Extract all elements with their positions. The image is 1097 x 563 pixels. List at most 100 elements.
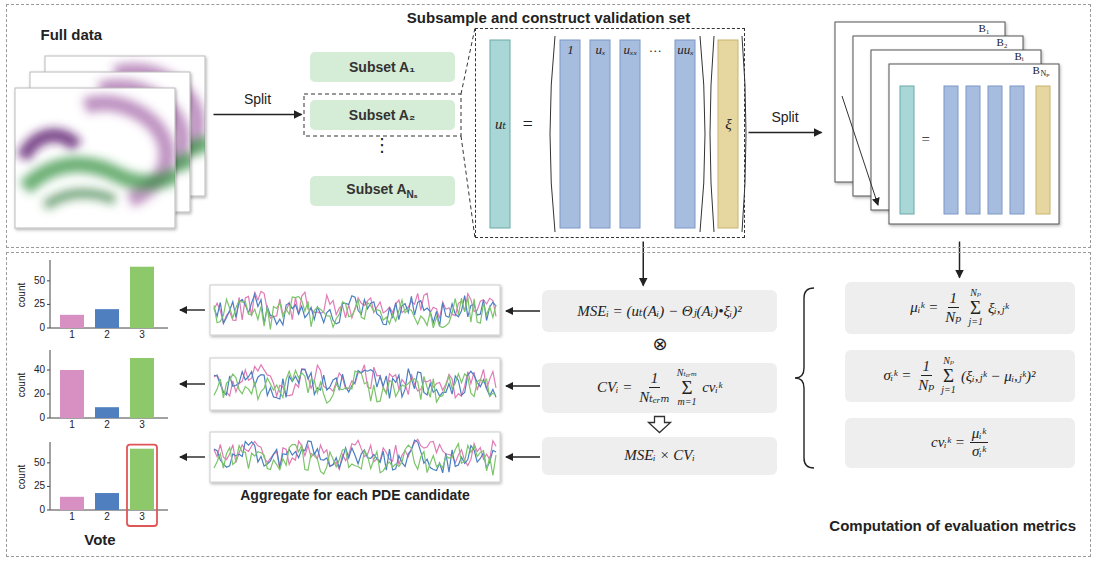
axis-label: 0 [39, 323, 45, 334]
subset-box: Subset A₁ [310, 52, 455, 82]
numerator: μᵢᵏ [970, 425, 988, 443]
tick [47, 280, 50, 281]
target-column [490, 40, 510, 228]
axis-label: 40 [34, 365, 45, 376]
axis-label: count [17, 465, 28, 489]
chart-panel [210, 285, 500, 335]
fraction: μᵢᵏσᵢᵏ [970, 425, 988, 460]
denominator: Nₜₑᵣₘ [637, 388, 672, 406]
arrow [506, 310, 540, 311]
symbol-label: uₓ [595, 43, 605, 57]
bar [130, 358, 154, 418]
formula-box: cvᵢᵏ =μᵢᵏσᵢᵏ [845, 418, 1075, 468]
denominator: Nₚ [916, 376, 936, 394]
formula-box: σᵢᵏ =1NₚNₚΣj=1(ξᵢ,ⱼᵏ − μᵢ,ⱼᵏ)² [845, 350, 1075, 402]
histograms [47, 260, 168, 526]
symbol-label: 1 [567, 43, 574, 57]
target-column [900, 86, 914, 214]
library-column [675, 40, 695, 228]
denominator: Nₚ [943, 308, 963, 326]
sum-sign: Σ [681, 378, 692, 397]
caption-label: Aggregate for each PDE candidate [240, 488, 470, 503]
axis-label: count [17, 283, 28, 307]
formula-box: MSEᵢ = (uₜ(Aᵢ) − Θⱼ(Aᵢ)•ξᵢ)² [542, 290, 777, 332]
axis-label: 2 [104, 512, 110, 523]
bar [130, 267, 154, 328]
frame [889, 64, 1059, 224]
formula-text: (ξᵢ,ⱼᵏ − μᵢ,ⱼᵏ)² [961, 367, 1036, 385]
stack-arrow [842, 96, 878, 205]
tick [47, 486, 50, 487]
formula-text: μᵢᵏ = [910, 299, 938, 316]
matrix-equation: uₜ=1uₓuₓₓ…uuₓξ [475, 28, 745, 238]
paren [710, 36, 714, 232]
axis-label: count [17, 373, 28, 397]
axis-label: 3 [139, 512, 145, 523]
sum-limit: j=1 [941, 385, 956, 395]
axis-label: 3 [139, 330, 145, 341]
axis-label: 2 [104, 330, 110, 341]
library-column [590, 40, 610, 228]
subset-label: Subset A [346, 181, 406, 197]
tick [47, 462, 50, 463]
axis-label: 0 [39, 505, 45, 516]
formula-box: MSEᵢ × CVᵢ [542, 437, 777, 475]
axis-label: 2 [104, 420, 110, 431]
fraction: 1Nₚ [916, 358, 936, 394]
tick [47, 418, 50, 419]
coefficient-column [718, 40, 738, 228]
formula-text: σᵢᵏ = [883, 367, 911, 384]
symbol-label: ⊗ [652, 335, 667, 354]
arrow [180, 456, 205, 457]
symbol-label: Nₚ [1041, 70, 1050, 78]
series-line [214, 296, 496, 329]
arrow [506, 456, 540, 457]
tick [47, 394, 50, 395]
vote-highlight [127, 445, 157, 526]
numerator: 1 [948, 290, 960, 308]
symbol-label: B₁ [979, 23, 990, 35]
symbol-label: … [650, 41, 662, 55]
panel-heading: Subsample and construct validation set [7, 9, 1090, 26]
series-line [214, 440, 496, 473]
arrow [506, 385, 540, 386]
axis-label: 1 [69, 330, 75, 341]
symbol-label: = [922, 132, 930, 148]
numerator: 1 [921, 358, 933, 376]
validation-stack: B₁B₂BᵢBNₚ= [830, 20, 1080, 238]
data-stack: Full data [15, 24, 210, 228]
zoom-line [461, 136, 475, 238]
formula-text: CVᵢ = [597, 379, 632, 396]
subset-box: Subset A₂ [310, 100, 455, 130]
flow-arrows [180, 310, 540, 457]
edge-label: Split [768, 109, 801, 125]
bar [130, 449, 154, 510]
tick [47, 304, 50, 305]
paren [550, 36, 555, 232]
symbol-label: uuₓ [677, 43, 694, 57]
zoom-box [304, 94, 461, 136]
formula-text: cvᵢᵏ [702, 379, 722, 396]
denominator: σᵢᵏ [970, 443, 988, 460]
library-column [620, 40, 640, 228]
sum-sign: Σ [970, 298, 981, 317]
axis-label: 0 [39, 413, 45, 424]
formula-text: ξᵢ,ⱼᵏ [988, 299, 1009, 317]
axis-label: 20 [34, 389, 45, 400]
formula-text: MSEᵢ × CVᵢ [624, 447, 695, 464]
series-line [214, 444, 496, 476]
tick [47, 328, 50, 329]
arrow [180, 383, 205, 384]
chart-panel [210, 358, 500, 410]
bar [60, 315, 84, 328]
chart-lines [214, 291, 496, 475]
sum-limit: Nₜₑᵣₘ [677, 368, 697, 378]
symbol-label: uₜ [495, 117, 506, 133]
library-column [966, 86, 980, 214]
bar [60, 370, 84, 418]
tick [47, 510, 50, 511]
panel-heading: Computation of evaluation metrics [829, 517, 1076, 534]
symbol-label: uₓₓ [624, 43, 638, 57]
subset-label: Subset A₂ [349, 107, 415, 123]
